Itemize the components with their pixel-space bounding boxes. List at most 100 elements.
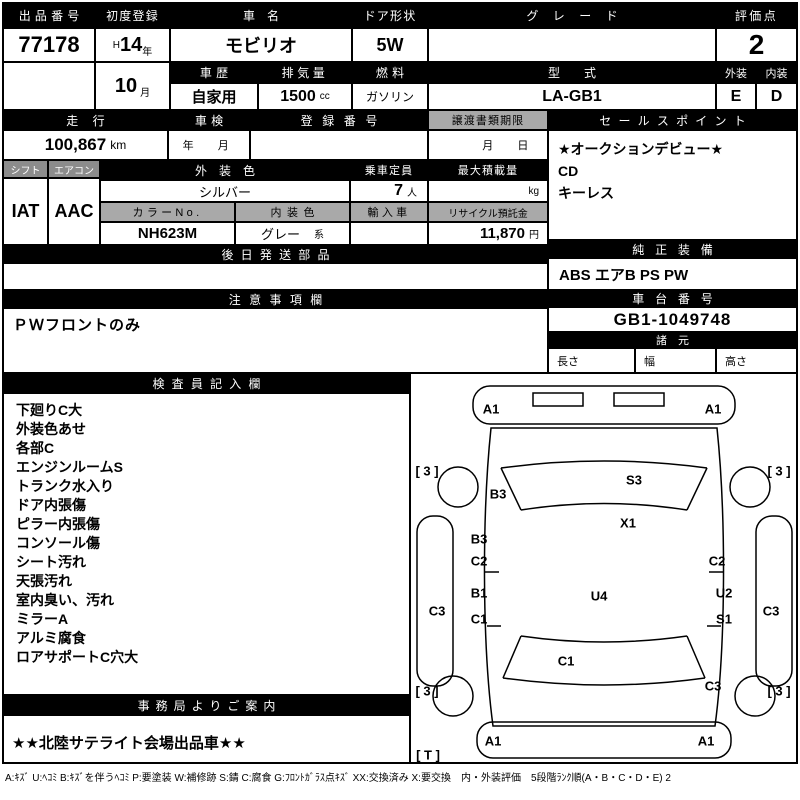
score-label: 評価点 — [716, 3, 797, 28]
damage-marker-C3: C3 — [762, 603, 780, 619]
right-side-panel-shape — [755, 515, 793, 687]
import-car-value — [350, 222, 428, 245]
office-notice-label: 事務局よりご案内 — [3, 695, 410, 715]
shaken-value: 年 月 — [168, 130, 250, 160]
list-line: キーレス — [558, 185, 614, 201]
capacity-value: 7 — [394, 182, 403, 199]
damage-marker-A1: A1 — [484, 733, 502, 749]
first-reg-year-unit: 年 — [142, 47, 153, 58]
capacity-cell: 7 人 — [350, 180, 428, 202]
windshield-left-line — [500, 467, 522, 511]
damage-marker-B1: B1 — [470, 585, 488, 601]
first-reg-year: 14 — [119, 33, 143, 56]
registration-number-label: 登録番号 — [250, 110, 428, 130]
chassis-number-value: GB1-1049748 — [548, 307, 797, 332]
windshield-top-line — [500, 460, 708, 469]
mileage-cell: 100,867 km — [3, 130, 168, 160]
interior-color-cell: グレー 系 — [235, 222, 350, 245]
first-reg-month-unit: 月 — [140, 88, 151, 99]
sales-points-label: セールスポイント — [548, 110, 797, 130]
grade-label: グレード — [428, 3, 716, 28]
car-name-value: モビリオ — [170, 28, 352, 62]
office-notice-value: ★★北陸サテライト会場出品車★★ — [3, 715, 410, 763]
max-load-unit: kg — [528, 185, 539, 197]
front-right-wheel-shape — [729, 466, 771, 508]
damage-marker-C2: C2 — [708, 553, 726, 569]
damage-marker-C3: C3 — [704, 678, 722, 694]
list-line: ロアサポートC穴大 — [16, 649, 139, 665]
later-parts-label: 後日発送部品 — [3, 245, 548, 263]
sales-points-list: ★オークションデビュー★ CD キーレス — [548, 130, 797, 240]
interior-color-unit: 系 — [314, 230, 324, 241]
history-label: 車歴 — [170, 62, 258, 83]
list-line: ★オークションデビュー★ — [558, 141, 724, 157]
transfer-deadline-value: 月 日 — [428, 130, 548, 160]
notes-label: 注意事項欄 — [3, 290, 548, 308]
recycle-deposit-label: リサイクル預託金 — [428, 202, 548, 222]
aircon-value: AAC — [48, 178, 100, 245]
door-shape-value: 5W — [352, 28, 428, 62]
fuel-label: 燃料 — [352, 62, 428, 83]
door-shape-label: ドア形状 — [352, 3, 428, 28]
damage-marker-T: [ T ] — [416, 747, 440, 763]
rear-bumper-shape — [476, 721, 732, 759]
car-name-label: 車名 — [170, 3, 352, 28]
notes-value: ＰＷフロントのみ — [3, 308, 548, 373]
displacement-cell: 1500 cc — [258, 83, 352, 110]
capacity-label: 乗車定員 — [350, 160, 428, 180]
damage-marker-B3: B3 — [470, 531, 488, 547]
list-line: CD — [558, 163, 579, 179]
rear-right-wheel-shape — [734, 675, 776, 717]
specs-width-cell: 幅 — [635, 348, 716, 373]
shift-label: シフト — [3, 160, 48, 178]
equipment-value: ABS エアB PS PW — [548, 258, 797, 290]
list-line: トランク水入り — [16, 478, 114, 494]
damage-marker-B3: B3 — [489, 486, 507, 502]
rear-window-top-line — [520, 635, 688, 643]
damage-marker-3: [ 3 ] — [767, 683, 791, 699]
damage-marker-3: [ 3 ] — [767, 463, 791, 479]
exterior-grade-value: E — [716, 83, 756, 110]
grade-value — [428, 28, 716, 62]
transfer-deadline-label: 譲渡書類期限 — [428, 110, 548, 130]
list-line: 天張汚れ — [16, 573, 72, 589]
model-code-label: 型式 — [428, 62, 716, 83]
equipment-label: 純正装備 — [548, 240, 797, 258]
damage-marker-U2: U2 — [715, 585, 733, 601]
rear-left-wheel-shape — [432, 675, 474, 717]
specs-length-cell: 長さ — [548, 348, 635, 373]
damage-marker-3: [ 3 ] — [415, 683, 439, 699]
recycle-deposit-cell: 11,870 円 — [428, 222, 548, 245]
recycle-deposit-unit: 円 — [529, 230, 539, 241]
exterior-color-label: 外装色 — [100, 160, 350, 180]
list-line: ドア内張傷 — [16, 497, 86, 513]
damage-marker-S1: S1 — [716, 611, 732, 627]
lot-number-value: 77178 — [3, 28, 95, 62]
front-bumper-shape — [472, 385, 736, 425]
list-line: 各部C — [16, 440, 55, 456]
list-line: ミラーA — [16, 611, 69, 627]
rear-window-bottom-line — [502, 677, 706, 686]
damage-code-legend: A:ｷｽﾞ U:ﾍｺﾐ B:ｷｽﾞを伴うﾍｺﾐ P:要塗装 W:補修跡 S:錆 … — [5, 773, 671, 784]
list-line: ピラー内張傷 — [16, 516, 100, 532]
later-parts-value — [3, 263, 548, 290]
score-value: 2 — [716, 28, 797, 62]
damage-marker-U4: U4 — [590, 588, 608, 604]
interior-grade-value: D — [756, 83, 797, 110]
displacement-label: 排気量 — [258, 62, 352, 83]
windshield-right-line — [686, 467, 708, 511]
specs-height-cell: 高さ — [716, 348, 797, 373]
lot-blank-cell — [3, 62, 95, 110]
first-registration-label: 初度登録 — [95, 3, 170, 28]
car-body-shape — [483, 427, 725, 727]
list-line: コンソール傷 — [16, 535, 100, 551]
lot-number-label: 出品番号 — [3, 3, 95, 28]
windshield-bottom-line — [520, 502, 688, 511]
first-registration-month-cell: 10 月 — [95, 62, 170, 110]
fuel-value: ガソリン — [352, 83, 428, 110]
recycle-deposit-value: 11,870 — [479, 225, 525, 242]
car-outline-drawing — [416, 385, 793, 759]
